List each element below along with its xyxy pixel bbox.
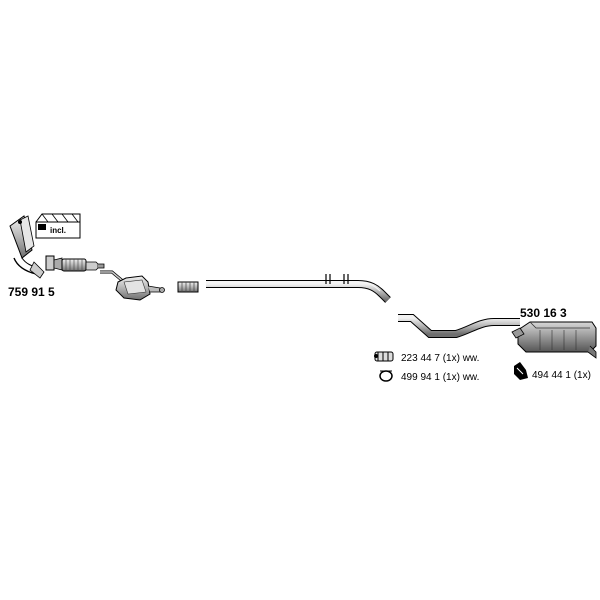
manifold-catalyst (9, 215, 45, 279)
rear-silencer (511, 321, 597, 359)
clamp-icon (374, 351, 394, 362)
accessory-gasket-label: 499 94 1 (1x) ww. (401, 372, 479, 383)
accessory-rubber-mount-label: 494 44 1 (1x) (532, 370, 591, 381)
kit-included-label: incl. (50, 226, 66, 235)
catalytic-converter (100, 270, 165, 301)
accessory-clamp-label: 223 44 7 (1x) ww. (401, 353, 479, 364)
middle-pipe (206, 274, 391, 303)
part-number-rear-silencer: 530 16 3 (520, 306, 567, 320)
kit-included-badge: incl. (35, 213, 81, 239)
rubber-mount-icon (514, 362, 528, 380)
gasket-ring-icon (379, 370, 393, 382)
part-number-manifold-catalyst: 759 91 5 (8, 285, 55, 299)
connector-sleeve (177, 281, 199, 293)
front-pipe-flex (45, 255, 105, 272)
rear-pipe (398, 314, 520, 338)
